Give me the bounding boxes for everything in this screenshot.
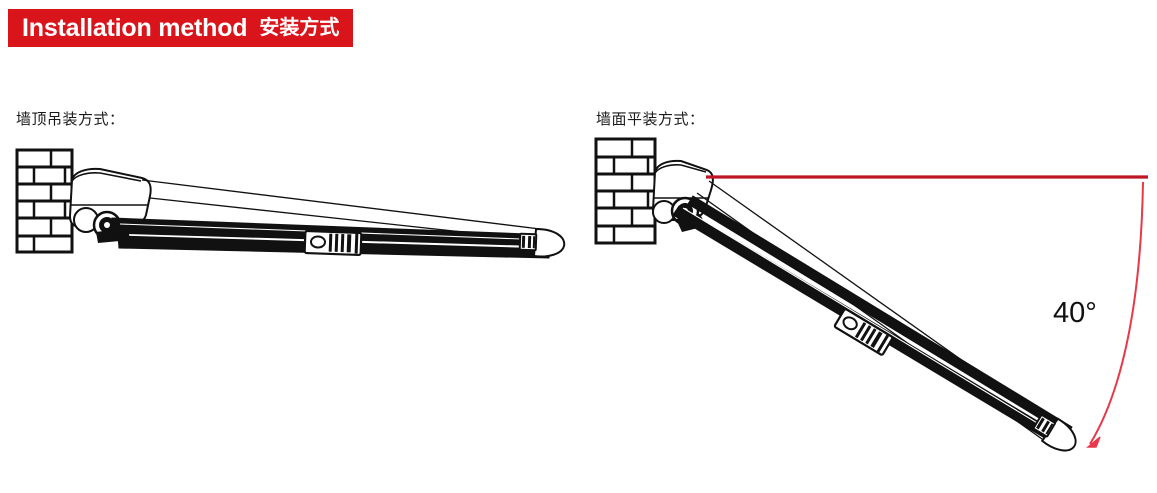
brick-wall-icon <box>594 137 657 245</box>
angle-arrowhead-icon <box>1086 436 1101 448</box>
angle-value-label: 40° <box>1053 297 1097 329</box>
pivot-joint-icon <box>73 207 130 243</box>
page-header-banner: Installation method 安装方式 <box>8 9 354 47</box>
awning-cassette-icon <box>651 159 714 221</box>
page-title-chinese: 安装方式 <box>259 17 340 39</box>
elbow-hinge-icon <box>303 229 363 257</box>
ceiling-mount-label: 墙顶吊装方式： <box>16 111 125 128</box>
page-title-english: Installation method <box>22 13 248 42</box>
awning-cassette-icon <box>68 167 152 227</box>
wall-mount-label: 墙面平装方式： <box>596 111 705 128</box>
elbow-hinge-icon <box>833 308 894 356</box>
awning-cover-outline-icon <box>141 179 549 242</box>
brick-wall-icon <box>15 148 74 254</box>
awning-cover-outline-icon <box>696 180 1067 445</box>
pivot-joint-icon <box>652 196 706 232</box>
arm-end-cap-icon <box>1032 414 1077 452</box>
folding-arm-icon <box>111 217 554 259</box>
angle-arc-arrow-icon <box>1089 181 1144 445</box>
arm-end-cap-icon <box>518 227 566 258</box>
ceiling-mount-diagram <box>15 148 566 259</box>
folding-arm-icon <box>672 195 1073 447</box>
